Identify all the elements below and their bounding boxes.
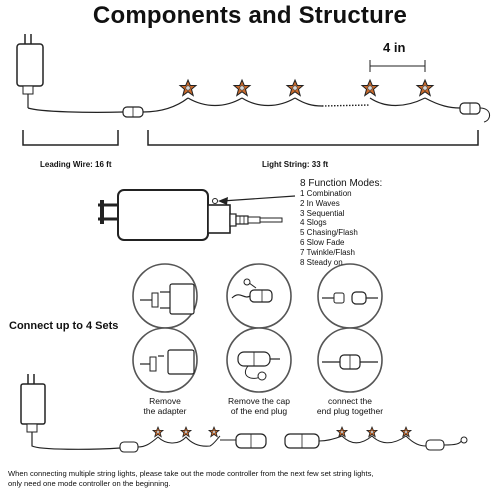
step-caption-line: of the end plug [230,406,288,416]
star-light-icon [233,79,251,96]
connect-sets-label: Connect up to 4 Sets [9,320,119,332]
bottom-adapter-icon [20,374,121,450]
bottom-star-lights [152,426,412,438]
step-circle-connect-after [317,327,383,393]
footnote-line: When connecting multiple string lights, … [8,469,374,478]
mode-item: 1 Combination [300,189,352,198]
step-caption-line: the adapter [143,406,187,416]
star-light-icon [361,79,379,96]
star-light-icon [208,426,220,438]
step-caption-line: connect the [328,396,372,406]
step-caption-connect: connect the end plug together [298,396,402,416]
mode-item: 3 Sequential [300,208,345,218]
inline-connector-icon [122,106,144,118]
star-light-icon [400,426,412,438]
star-light-icon [286,79,304,96]
star-lights [179,79,434,96]
step-circle-remove-adapter-after [132,327,198,393]
step-caption-line: end plug together [316,406,384,416]
mode-controller-icon [98,189,283,241]
star-light-icon [152,426,164,438]
step-circle-remove-cap-after [226,327,292,393]
step-circle-remove-cap-before [226,263,292,329]
mode-item: 8 Steady on [300,257,343,267]
length-brackets [22,130,479,146]
footnote: When connecting multiple string lights, … [8,469,496,489]
mode-item: 6 Slow Fade [300,237,345,247]
function-modes-title: 8 Function Modes: [300,178,383,189]
spacing-label: 4 in [383,40,406,55]
leading-wire-label: Leading Wire: 16 ft [40,160,112,169]
step-caption-line: Remove the cap [228,396,290,406]
page-title: Components and Structure [92,2,408,29]
mode-item: 7 Twinkle/Flash [300,247,355,257]
step-caption-remove-adapter: Remove the adapter [120,396,210,416]
mode-pointer-arrow [218,195,296,205]
function-modes-list: 1 Combination 2 In Waves 3 Sequential 4 … [300,189,382,267]
step-circle-connect-before [317,263,383,329]
bottom-light-string [119,433,468,453]
star-light-icon [180,426,192,438]
mode-item: 4 Slogs [300,218,327,228]
footnote-line: only need one mode controller on the beg… [8,479,171,488]
star-light-icon [336,426,348,438]
light-string-wire [27,97,490,123]
star-light-icon [179,79,197,96]
star-light-icon [416,79,434,96]
step-circle-remove-adapter-before [132,263,198,329]
mode-item: 5 Chasing/Flash [300,228,358,238]
star-light-icon [366,426,378,438]
spacing-dimension [369,60,426,72]
power-adapter-icon [16,34,44,108]
mode-item: 2 In Waves [300,198,340,208]
step-caption-remove-cap: Remove the cap of the end plug [208,396,310,416]
step-caption-line: Remove [149,396,181,406]
end-plug-icon [459,102,481,115]
function-modes-panel: 8 Function Modes: 1 Combination 2 In Wav… [300,178,382,267]
light-string-label: Light String: 33 ft [262,160,329,169]
